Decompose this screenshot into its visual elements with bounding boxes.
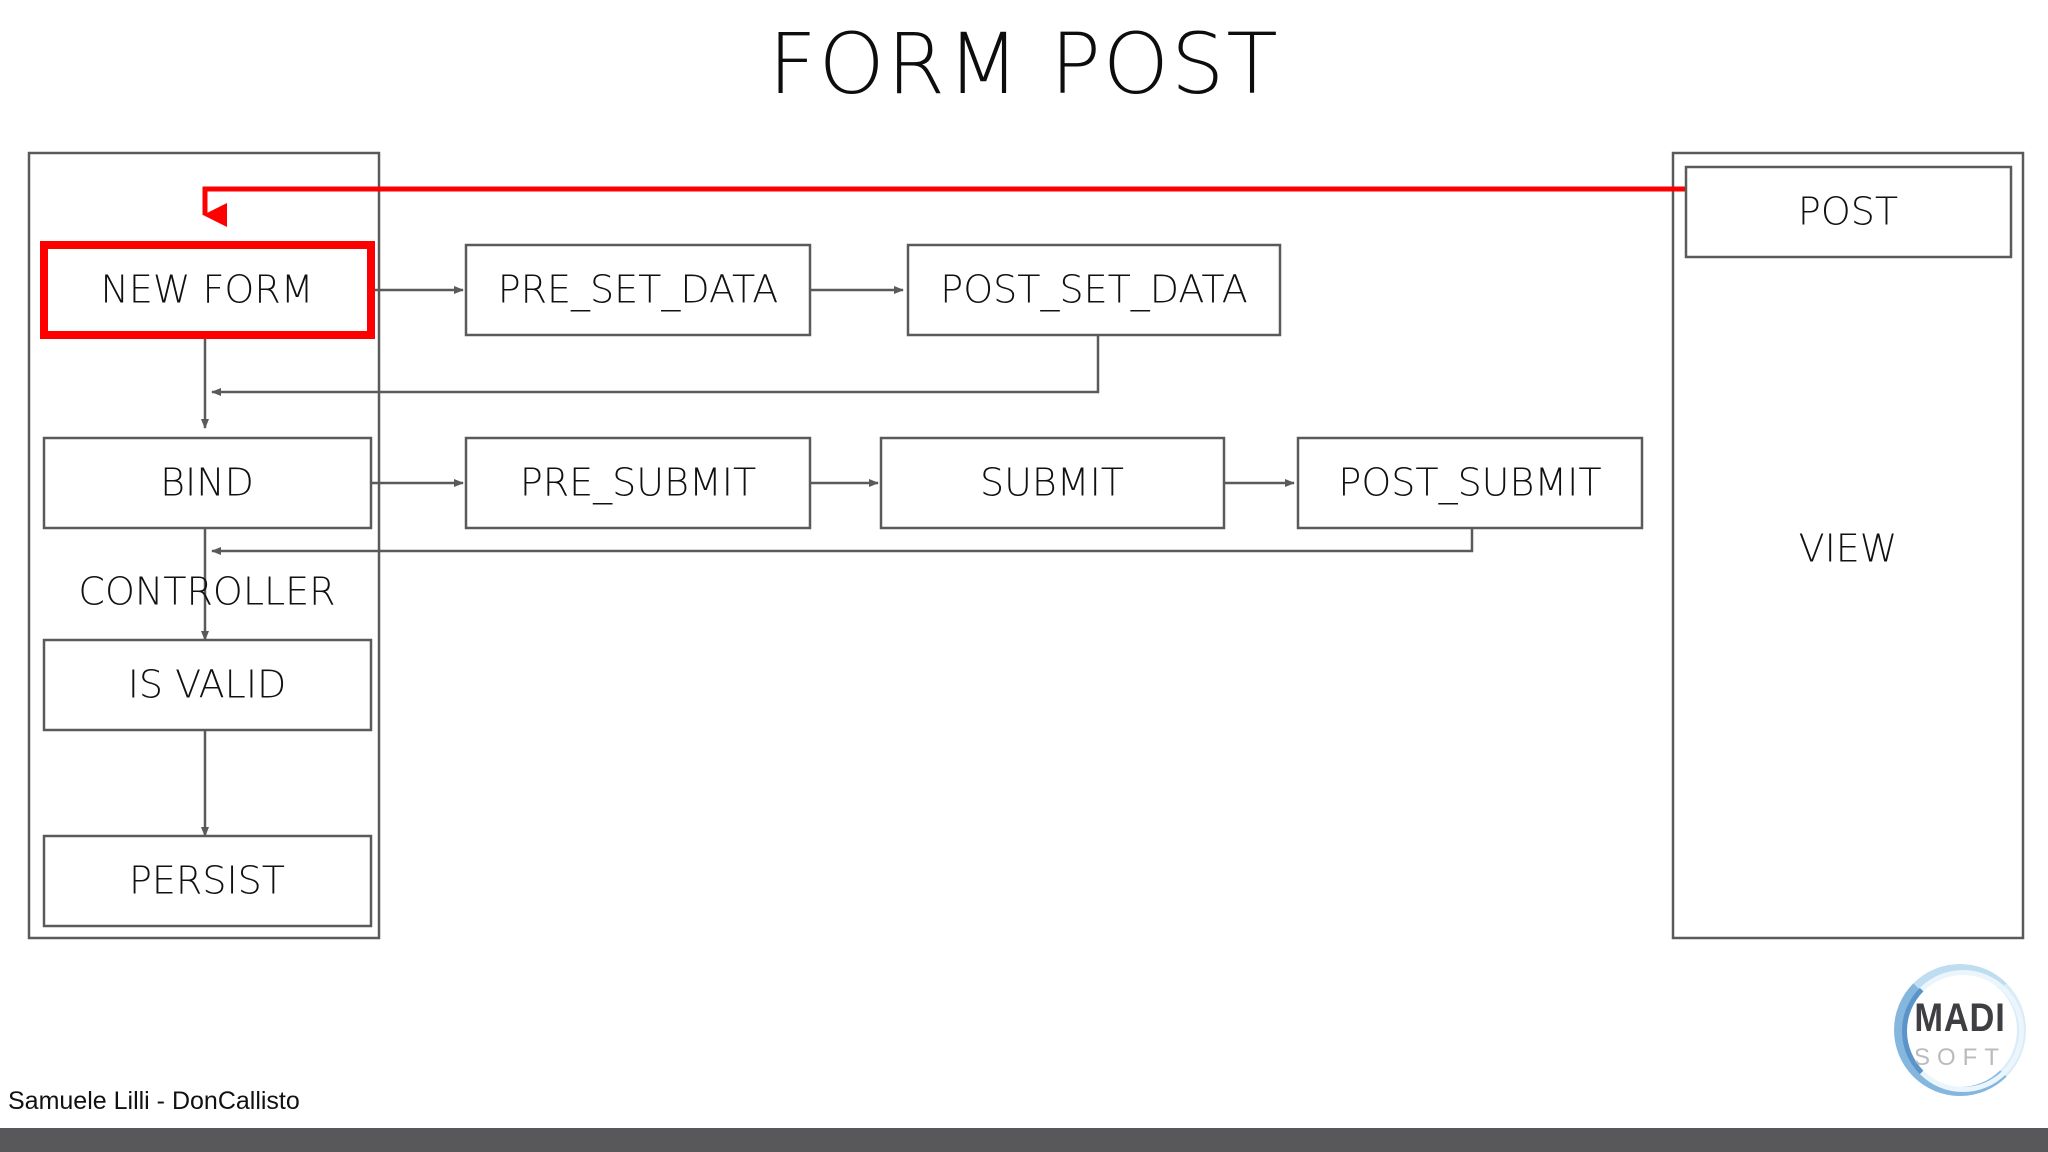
author-credit: Samuele Lilli - DonCallisto	[8, 1087, 300, 1115]
node-bind-label: BIND	[160, 461, 254, 505]
node-view-label: VIEW	[1799, 527, 1898, 571]
view-container	[1671, 151, 2025, 940]
node-post[interactable]: POST	[1684, 165, 2013, 259]
footer-bar	[0, 1128, 2048, 1152]
node-is-valid[interactable]: IS VALID	[42, 638, 373, 732]
node-bind[interactable]: BIND	[42, 436, 373, 530]
madi-soft-logo: MADI SOFT	[1892, 962, 2038, 1102]
node-post-label: POST	[1798, 190, 1898, 234]
node-new-form[interactable]: NEW FORM	[40, 241, 375, 339]
node-persist-label: PERSIST	[129, 859, 285, 903]
node-pre-submit-label: PRE_SUBMIT	[520, 461, 756, 506]
node-post-submit-label: POST_SUBMIT	[1338, 461, 1601, 506]
node-post-set-data-label: POST_SET_DATA	[940, 268, 1247, 313]
node-pre-set-data[interactable]: PRE_SET_DATA	[464, 243, 812, 337]
edge-post-to-new-form	[202, 186, 1686, 227]
node-post-set-data[interactable]: POST_SET_DATA	[906, 243, 1282, 337]
page-title: FORM POST	[768, 15, 1280, 113]
edge-post-set-data-to-bind	[211, 335, 1100, 396]
node-persist[interactable]: PERSIST	[42, 834, 373, 928]
node-new-form-label: NEW FORM	[100, 268, 313, 312]
node-pre-submit[interactable]: PRE_SUBMIT	[464, 436, 812, 530]
logo-primary-text: MADI	[1914, 996, 2006, 1040]
logo-ring-inner-icon	[1902, 970, 2024, 1092]
node-pre-set-data-label: PRE_SET_DATA	[498, 268, 779, 313]
logo-secondary-text: SOFT	[1914, 1044, 2006, 1071]
edge-post-submit-to-is-valid	[211, 528, 1474, 555]
node-submit[interactable]: SUBMIT	[879, 436, 1226, 530]
node-is-valid-label: IS VALID	[128, 663, 287, 707]
controller-label: CONTROLLER	[78, 570, 335, 614]
node-post-submit[interactable]: POST_SUBMIT	[1296, 436, 1644, 530]
controller-container	[27, 151, 381, 940]
node-submit-label: SUBMIT	[980, 461, 1124, 505]
